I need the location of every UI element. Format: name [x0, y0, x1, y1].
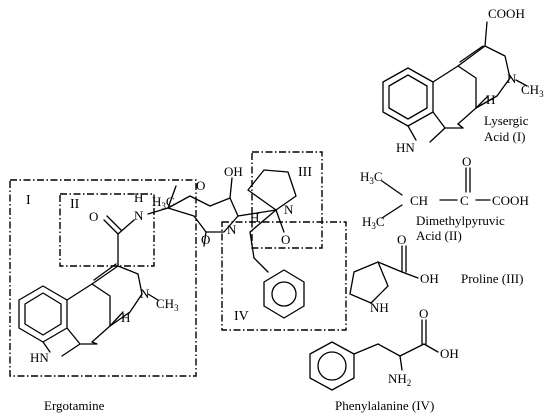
proline-carbonyl-o-label: O	[281, 232, 290, 247]
lysergic-acid-name-line1: Lysergic	[484, 113, 529, 128]
proline-ring-n-label: N	[284, 202, 294, 217]
phenylalanine-oh-label: OH	[440, 346, 459, 361]
phenylalanine-o-label: O	[419, 306, 428, 321]
ergotamine-name: Ergotamine	[44, 398, 105, 413]
region-label-iii: III	[298, 165, 312, 180]
ergotamine-h-label: H	[121, 310, 130, 325]
region-box-i	[9, 179, 197, 377]
region-box-iii	[251, 151, 323, 249]
proline-oh-label: OH	[420, 271, 439, 286]
region-label-i: I	[26, 193, 31, 208]
peptide-n-label: N	[227, 222, 237, 237]
dimethylpyruvic-acid-name-line2: Acid (II)	[416, 228, 462, 243]
cooh-label: COOH	[488, 6, 525, 21]
region-label-ii: II	[70, 197, 80, 212]
h3c-top-label: H3C	[360, 169, 383, 186]
ergotamine-h-amide: H	[134, 190, 143, 205]
ch-atom-label: CH	[410, 193, 428, 208]
pyruvic-cooh-label: COOH	[492, 193, 529, 208]
ch3-label: CH3	[521, 82, 544, 99]
phenylalanine-name: Phenylalanine (IV)	[335, 398, 434, 413]
phenylalanine-structure	[309, 319, 439, 391]
ring-o-label: O	[196, 178, 205, 193]
carbonyl-c-label: C	[460, 193, 469, 208]
hn-atom-label: HN	[396, 140, 415, 155]
ergotamine-n-amide: N	[134, 208, 144, 223]
region-box-iv	[221, 221, 347, 331]
lysergic-acid-structure	[382, 21, 528, 143]
ergotamine-h3c-label: H3C	[152, 194, 175, 211]
peptide-h-label: H	[250, 210, 259, 225]
keto-o-label: O	[462, 154, 471, 169]
ring-oh-label: OH	[224, 164, 243, 179]
ergotamine-o-label: O	[89, 209, 98, 224]
proline-nh-label: NH	[370, 300, 389, 315]
proline-o-label: O	[397, 232, 406, 247]
dimethylpyruvic-acid-name-line1: Dimethylpyruvic	[416, 213, 505, 228]
lysergic-acid-name-line2: Acid (I)	[484, 129, 526, 144]
region-box-ii	[59, 193, 155, 267]
amide-o-label: O	[201, 232, 210, 247]
ergotamine-structure	[18, 169, 305, 357]
proline-name: Proline (III)	[461, 271, 523, 286]
region-label-iv: IV	[234, 309, 249, 324]
ergotamine-ch3-label: CH3	[156, 296, 179, 313]
nh2-label: NH2	[388, 371, 411, 388]
dimethylpyruvic-acid-structure	[381, 167, 491, 219]
h-atom-label: H	[486, 92, 495, 107]
proline-structure	[349, 245, 419, 304]
h3c-bottom-label: H3C	[362, 214, 385, 231]
ergotamine-hn-label: HN	[30, 350, 49, 365]
n-atom-label: N	[507, 71, 517, 86]
ergotamine-n-label: N	[140, 286, 150, 301]
